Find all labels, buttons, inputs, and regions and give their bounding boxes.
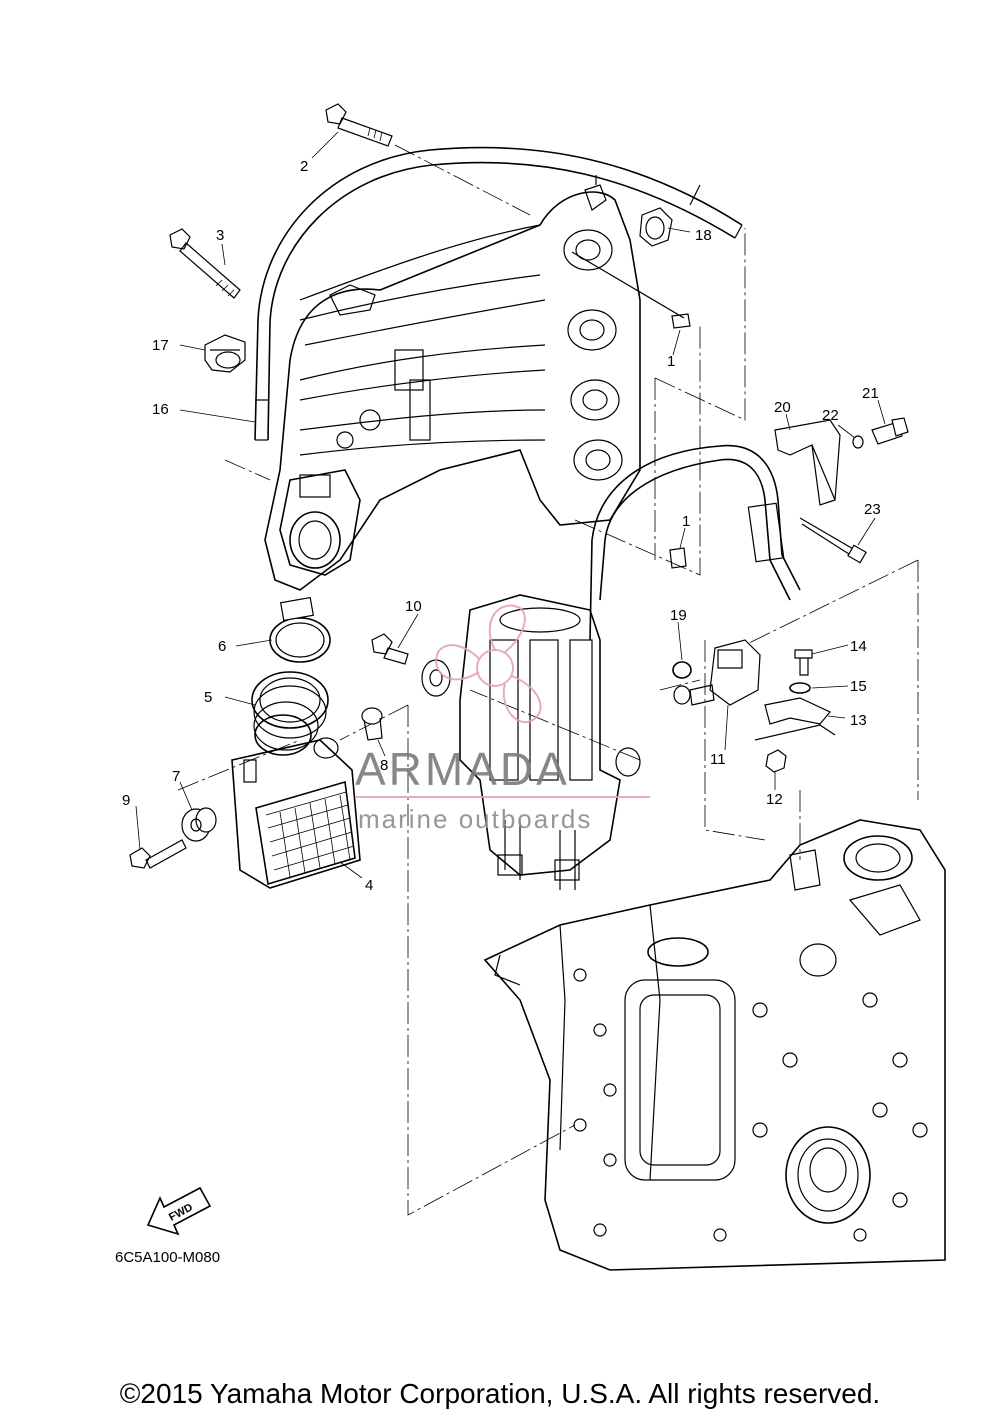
fwd-arrow: FWD	[146, 1186, 212, 1236]
callout-19: 19	[670, 607, 687, 624]
nut-12	[765, 749, 787, 773]
copyright-notice: ©2015 Yamaha Motor Corporation, U.S.A. A…	[119, 1378, 881, 1409]
watermark-propeller-logo	[435, 604, 542, 724]
callout-2: 2	[300, 158, 308, 175]
bolt-10	[371, 633, 451, 697]
bolt-14	[794, 649, 813, 676]
pin-1-upper	[571, 251, 691, 329]
washer-22	[852, 435, 864, 449]
joint-5	[251, 671, 329, 756]
grommet-7	[181, 807, 217, 842]
callout-13: 13	[850, 712, 867, 729]
callout-labels: 2 3 17 16 18 1 1 20 22 21 23 10 6 5 19 1…	[122, 158, 881, 894]
sensor-11	[673, 639, 761, 706]
alignment-lines	[177, 144, 919, 1216]
callout-11: 11	[710, 751, 726, 768]
leader-lines	[135, 131, 886, 879]
collar-8	[361, 707, 383, 741]
callout-17: 17	[152, 337, 169, 354]
clip-17	[204, 334, 246, 373]
callout-16: 16	[152, 401, 169, 418]
diagram-code: 6C5A100-M080	[115, 1249, 220, 1266]
bolt-21	[871, 417, 909, 445]
bracket-13	[754, 697, 836, 741]
washer-15	[789, 682, 811, 694]
callout-6: 6	[218, 638, 226, 655]
callout-4: 4	[365, 877, 373, 894]
watermark-subtitle: marine outboards	[358, 804, 592, 834]
callout-15: 15	[850, 678, 867, 695]
cable-tie-23	[799, 517, 867, 564]
cylinder-block	[483, 819, 946, 1271]
clamp-19	[672, 661, 692, 679]
callout-7: 7	[172, 768, 180, 785]
callout-9: 9	[122, 792, 130, 809]
clamp-6	[269, 596, 331, 663]
callout-5: 5	[204, 689, 212, 706]
watermark-title: ARMADA	[355, 743, 570, 795]
watermark: ARMADA marine outboards	[355, 604, 650, 834]
callout-1-lower: 1	[682, 513, 690, 530]
callout-21: 21	[862, 385, 879, 402]
callout-8: 8	[380, 757, 388, 774]
bolt-3	[169, 228, 241, 299]
silencer-grid	[265, 791, 355, 878]
callout-23: 23	[864, 501, 881, 518]
intake-silencer-4	[231, 737, 361, 889]
vacuum-hose	[589, 444, 801, 641]
callout-18: 18	[695, 227, 712, 244]
bolt-9	[129, 839, 187, 869]
clip-18	[639, 207, 673, 247]
callout-3: 3	[216, 227, 224, 244]
callout-1-upper: 1	[667, 353, 675, 370]
callout-12: 12	[766, 791, 783, 808]
bracket-20	[774, 419, 841, 506]
breather-hose	[254, 146, 743, 441]
intake-manifold	[264, 175, 641, 591]
callout-22: 22	[822, 407, 839, 424]
fuel-pump-assembly	[459, 594, 641, 890]
callout-10: 10	[405, 598, 422, 615]
callout-20: 20	[774, 399, 791, 416]
pin-1-lower	[669, 547, 687, 569]
bolt-2	[325, 103, 393, 147]
callout-14: 14	[850, 638, 867, 655]
